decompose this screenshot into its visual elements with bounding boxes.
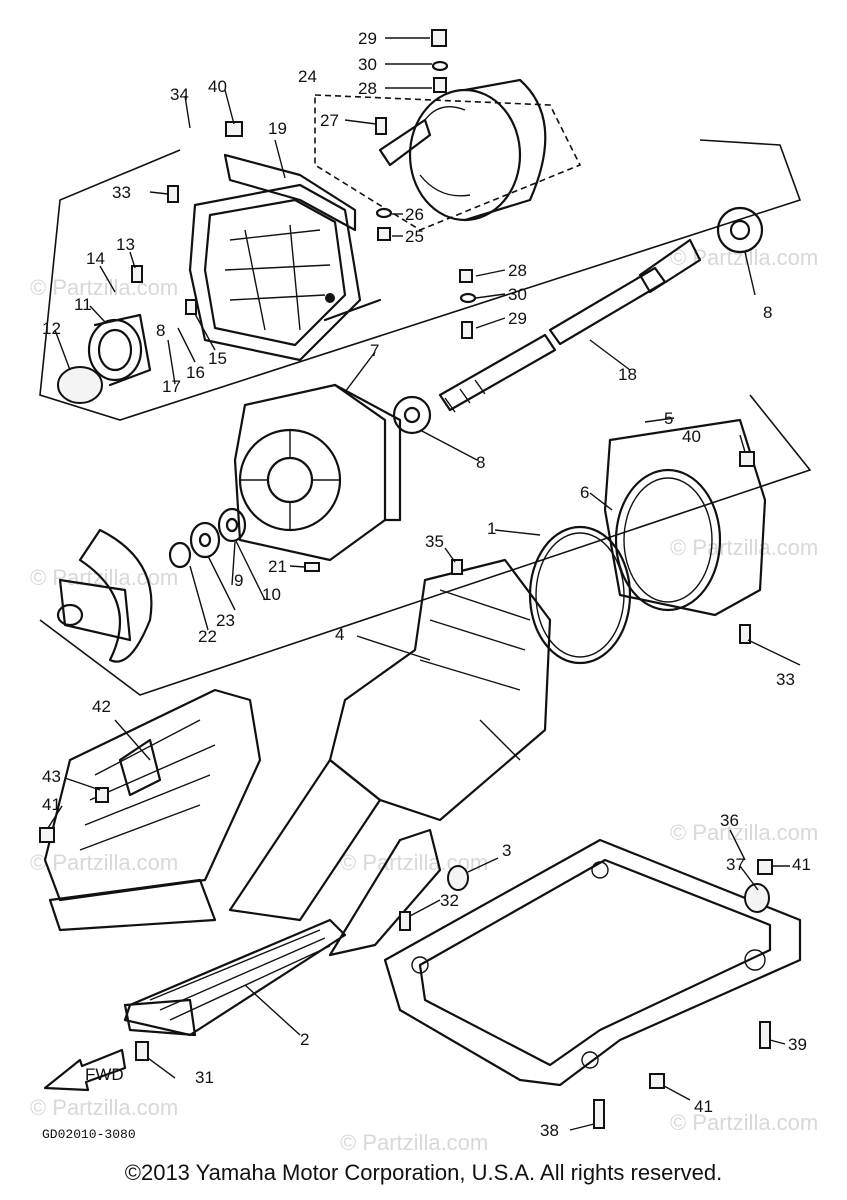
callout-6: 6	[580, 483, 589, 502]
callout-40: 40	[208, 77, 227, 96]
forward-arrow: FWD	[43, 1048, 127, 1092]
callout-7: 7	[370, 341, 379, 360]
callout-24: 24	[298, 67, 317, 86]
callout-41b: 41	[792, 855, 811, 874]
callout-28b: 28	[508, 261, 527, 280]
callout-16: 16	[186, 363, 205, 382]
callout-2: 2	[300, 1030, 309, 1049]
callout-36: 36	[720, 811, 739, 830]
drawing-code: GD02010-3080	[42, 1127, 136, 1142]
callout-labels: 29 30 28 24 27 26 25 28 30 29 40 34 19 3…	[42, 29, 811, 1140]
callout-35: 35	[425, 532, 444, 551]
impeller-housing	[233, 383, 402, 562]
callout-33: 33	[112, 183, 131, 202]
callout-27: 27	[320, 111, 339, 130]
callout-30: 30	[358, 55, 377, 74]
rubber-mount	[744, 883, 770, 913]
watermark: © Partzilla.com	[30, 275, 178, 300]
impeller	[56, 528, 153, 663]
callout-39: 39	[788, 1035, 807, 1054]
callout-37: 37	[726, 855, 745, 874]
bearing-middle	[392, 395, 432, 435]
intake-grate	[43, 688, 262, 932]
bearing-upper	[716, 206, 764, 254]
callout-11: 11	[74, 295, 92, 314]
callout-10: 10	[262, 585, 281, 604]
ride-plate	[123, 918, 347, 1037]
callout-18: 18	[618, 365, 637, 384]
callout-31: 31	[195, 1068, 214, 1087]
leader-lines	[47, 37, 801, 1131]
assembly-frame-upper	[39, 139, 802, 421]
callout-25: 25	[405, 227, 424, 246]
callout-3: 3	[502, 841, 511, 860]
inspection-cover	[57, 313, 152, 404]
assembly-frame-middle	[39, 394, 812, 696]
pump-housing	[188, 153, 362, 362]
callout-14: 14	[86, 249, 105, 268]
callout-8-small: 8	[156, 321, 165, 340]
callout-28: 28	[358, 79, 377, 98]
callout-26: 26	[405, 205, 424, 224]
copyright-notice: ©2013 Yamaha Motor Corporation, U.S.A. A…	[124, 1160, 723, 1185]
callout-30b: 30	[508, 285, 527, 304]
callout-13: 13	[116, 235, 135, 254]
callout-43: 43	[42, 767, 61, 786]
callout-33b: 33	[776, 670, 795, 689]
cap	[447, 865, 469, 891]
callout-42: 42	[92, 697, 111, 716]
callout-5: 5	[664, 409, 673, 428]
callout-1: 1	[487, 519, 496, 538]
exploded-view-drawing: © Partzilla.com © Partzilla.com © Partzi…	[30, 29, 818, 1155]
drive-shaft	[438, 238, 702, 413]
watermark-group: © Partzilla.com © Partzilla.com © Partzi…	[30, 245, 818, 1155]
callout-23: 23	[216, 611, 235, 630]
callout-19: 19	[268, 119, 287, 138]
washer-set	[168, 507, 247, 569]
bracket	[328, 828, 442, 957]
callout-22: 22	[198, 627, 217, 646]
intake-duct	[228, 558, 552, 922]
callout-9: 9	[234, 571, 243, 590]
callout-12: 12	[42, 319, 61, 338]
group-box-24	[314, 94, 582, 231]
callout-41c: 41	[694, 1097, 713, 1116]
callout-8-middle: 8	[476, 453, 485, 472]
watermark: © Partzilla.com	[670, 820, 818, 845]
mounting-frame	[383, 838, 802, 1087]
duct-frame	[603, 418, 767, 617]
callout-21: 21	[268, 557, 287, 576]
watermark: © Partzilla.com	[670, 535, 818, 560]
callout-29: 29	[358, 29, 377, 48]
callout-34: 34	[170, 85, 189, 104]
callout-17: 17	[162, 377, 181, 396]
callout-4: 4	[335, 625, 344, 644]
watermark: © Partzilla.com	[670, 1110, 818, 1135]
callout-32: 32	[440, 891, 459, 910]
callout-29b: 29	[508, 309, 527, 328]
callout-15: 15	[208, 349, 227, 368]
steering-nozzle	[378, 78, 547, 222]
callout-41: 41	[42, 795, 61, 814]
callout-40b: 40	[682, 427, 701, 446]
watermark: © Partzilla.com	[340, 1130, 488, 1155]
callout-8-upper: 8	[763, 303, 772, 322]
fasteners	[39, 29, 773, 1129]
watermark: © Partzilla.com	[30, 1095, 178, 1120]
callout-38: 38	[540, 1121, 559, 1140]
watermark: © Partzilla.com	[30, 850, 178, 875]
fwd-label: FWD	[85, 1065, 124, 1084]
